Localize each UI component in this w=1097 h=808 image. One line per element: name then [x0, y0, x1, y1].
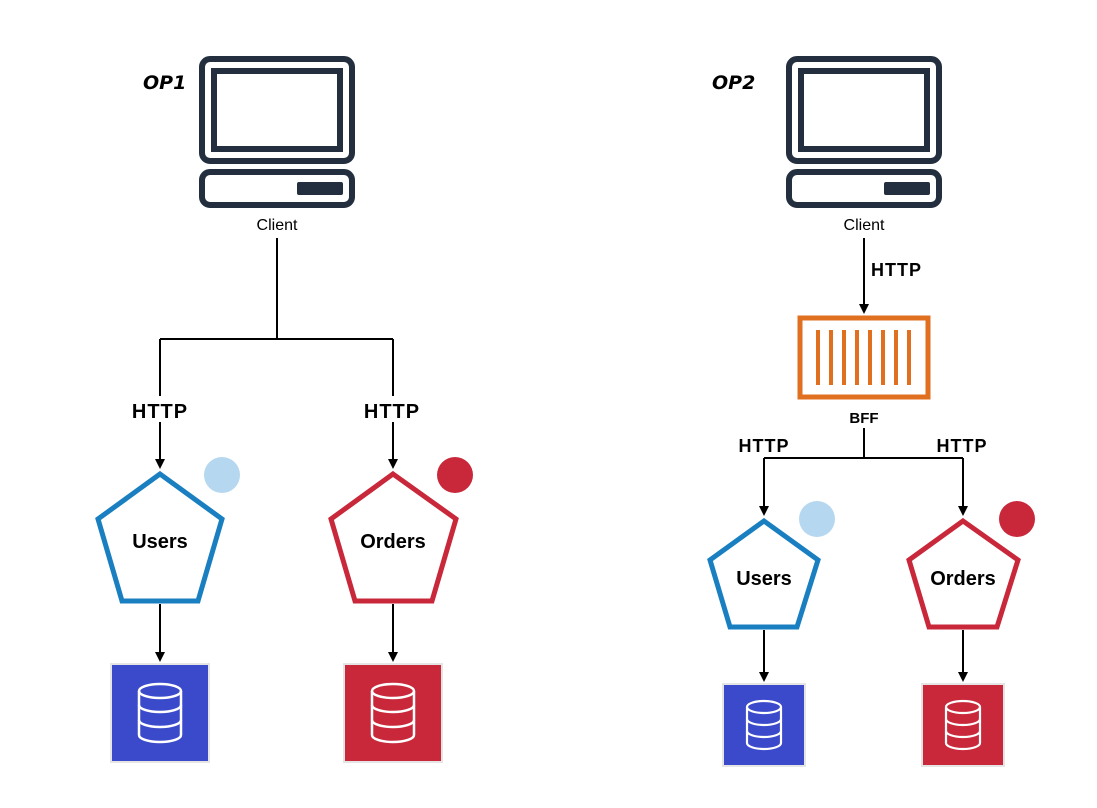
op1-orders-service[interactable]: Orders [328, 470, 459, 604]
op2-http-client-label: HTTP [871, 260, 922, 280]
op2-title: OP2 [712, 72, 755, 94]
op2-users-service[interactable]: Users [707, 517, 821, 630]
op2-orders-database-icon[interactable] [921, 683, 1005, 767]
op2-http-orders-label: HTTP [937, 436, 988, 456]
op2-panel: OP2 Client HTTP [707, 59, 1035, 767]
op1-panel: OP1 Client HTTP HTTP Users Orders [95, 59, 473, 763]
op1-http-users-label: HTTP [132, 401, 188, 423]
op1-http-orders-label: HTTP [364, 401, 420, 423]
op2-orders-service[interactable]: Orders [906, 517, 1021, 630]
op1-orders-pentagon-icon [328, 470, 459, 604]
op2-client-monitor-icon [789, 59, 939, 205]
op2-users-database-icon[interactable] [722, 683, 806, 767]
op1-http-users-bg [124, 396, 196, 422]
op1-users-service[interactable]: Users [95, 470, 225, 604]
op1-http-orders-bg [357, 396, 429, 422]
op2-http-users-label: HTTP [739, 436, 790, 456]
op2-users-label: Users [736, 568, 792, 590]
op1-users-status-dot [204, 457, 240, 493]
op1-users-pentagon-icon [95, 470, 225, 604]
op1-orders-label: Orders [360, 531, 426, 553]
op1-users-label: Users [132, 531, 188, 553]
op2-connectors [759, 238, 968, 682]
op1-orders-status-dot [437, 457, 473, 493]
op2-bff-label: BFF [849, 410, 878, 427]
op1-title: OP1 [143, 72, 186, 94]
op1-client-label: Client [257, 217, 298, 234]
op2-orders-status-dot [999, 501, 1035, 537]
op2-users-status-dot [799, 501, 835, 537]
op2-bff-container-icon[interactable] [797, 315, 931, 400]
op2-client-label: Client [844, 217, 885, 234]
op1-client-monitor-icon [202, 59, 352, 205]
op1-orders-database-icon[interactable] [343, 663, 443, 763]
op1-users-database-icon[interactable] [110, 663, 210, 763]
op2-orders-label: Orders [930, 568, 996, 590]
op2-users-pentagon-icon [707, 517, 821, 630]
op2-orders-pentagon-icon [906, 517, 1021, 630]
